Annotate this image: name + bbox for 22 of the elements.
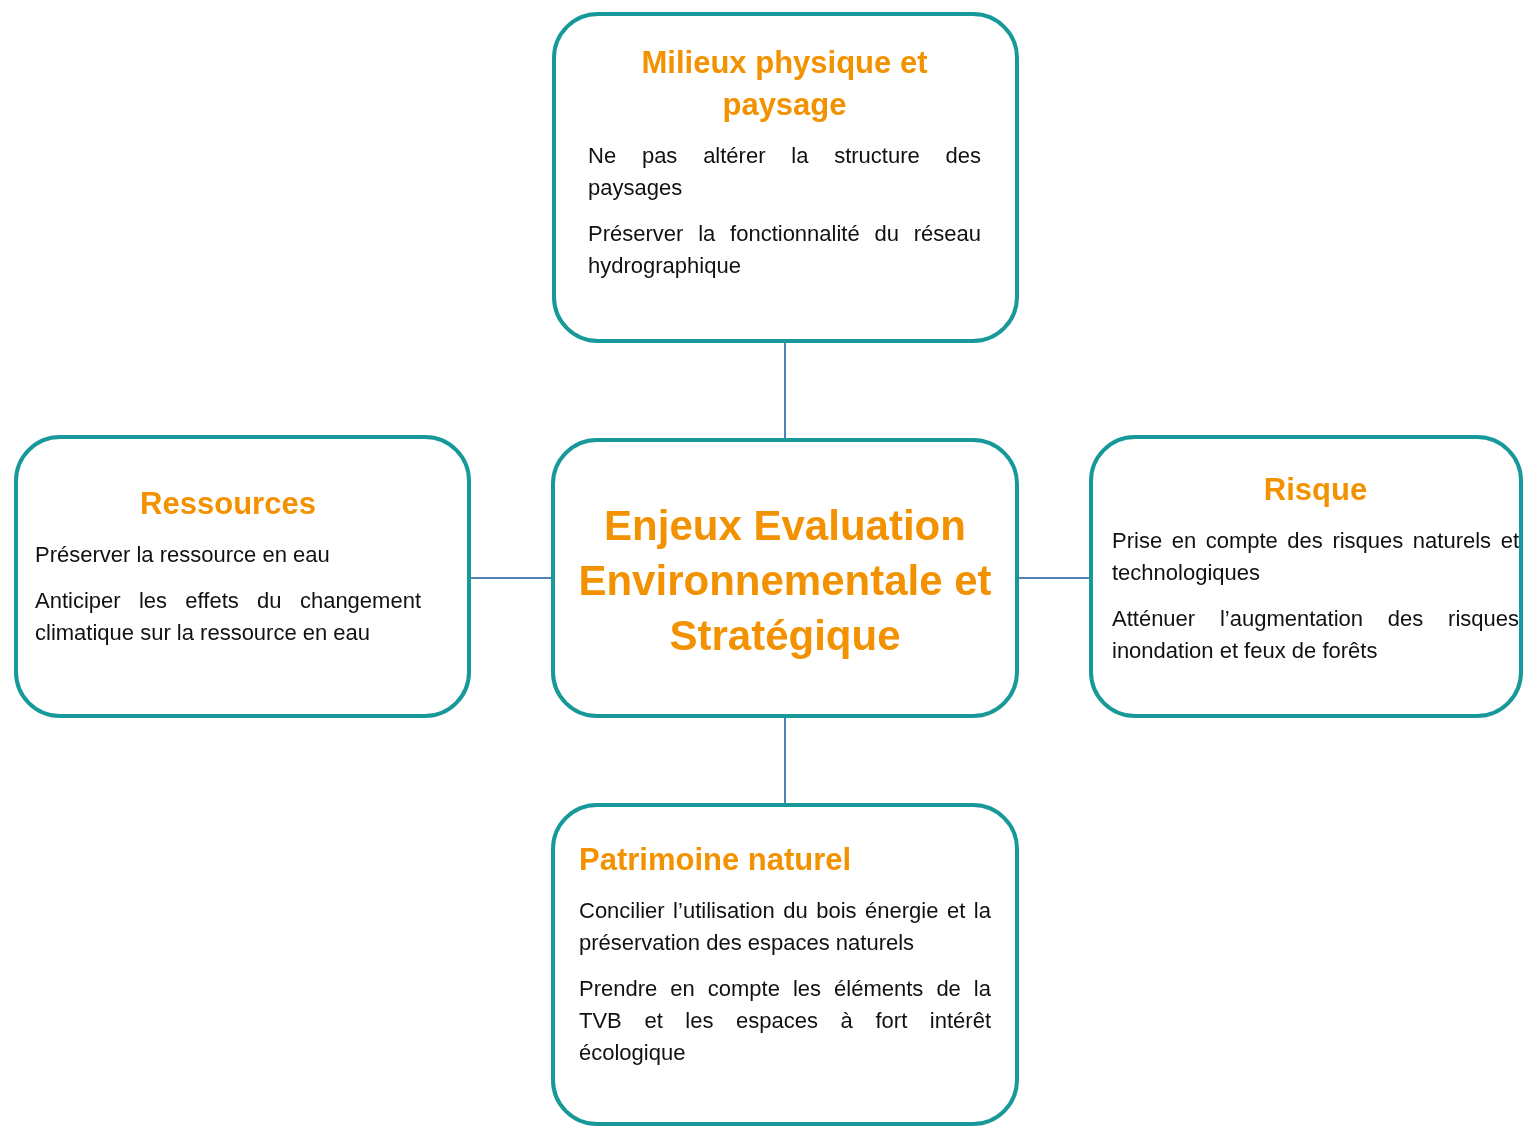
topic-box [1089,435,1523,718]
connector-line [784,342,786,439]
topic-box [552,12,1019,343]
topic-box [551,803,1019,1126]
box-text: Prise en compte des risques naturels et technologiques [1112,527,1519,587]
connector-line [784,717,786,804]
box-text: Ne pas altérer la structure des paysages [588,142,981,202]
connector-line [1018,577,1090,579]
box-text: Concilier l’utilisation du bois énergie et la préservation des espaces naturels [579,897,991,957]
box-heading: Enjeux Evaluation Environnementale et Stratégique [577,501,993,661]
box-text: Prendre en compte les éléments de la TVB et les espaces à fort intérêt écologique [579,975,991,1067]
box-heading: Patrimoine naturel [579,841,853,879]
topic-box [551,438,1019,718]
box-heading: Milieux physique et paysage [640,44,929,124]
box-text: Préserver la ressource en eau [35,541,331,569]
box-heading: Ressources [139,485,317,523]
box-text: Préserver la fonctionnalité du réseau hydrographique [588,220,981,280]
box-text: Anticiper les effets du changement climatique sur la ressource en eau [35,587,421,647]
connector-line [470,577,552,579]
box-heading: Risque [1262,471,1369,509]
box-text: Atténuer l’augmentation des risques inondation et feux de forêts [1112,605,1519,665]
topic-box [14,435,471,718]
